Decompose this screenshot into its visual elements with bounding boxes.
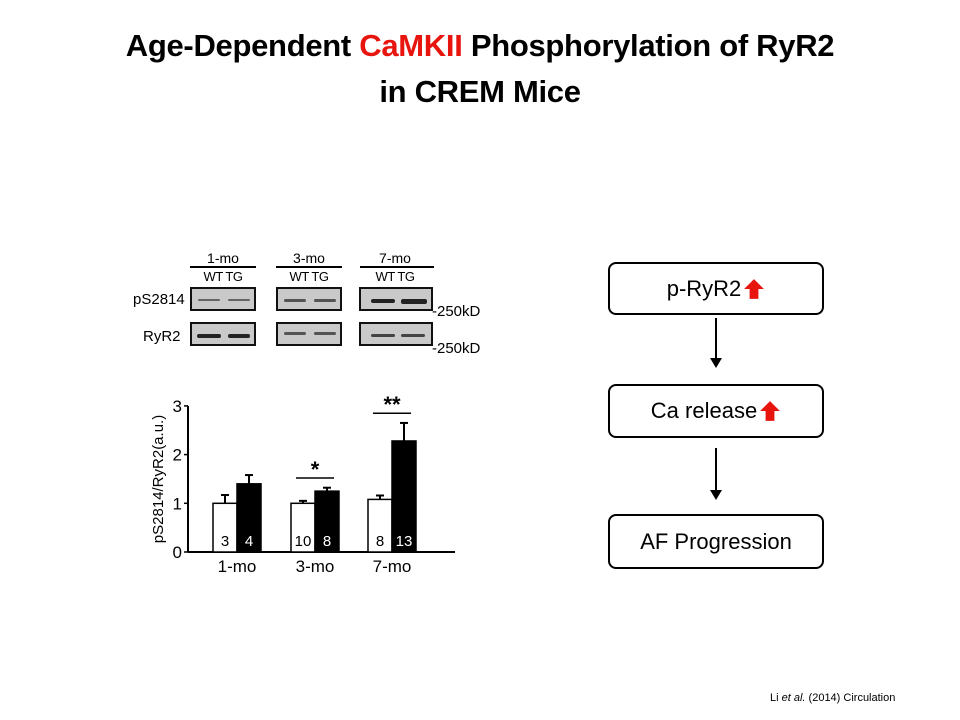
marker-label: -250kD: [432, 340, 481, 357]
blot-panel: [276, 287, 342, 311]
x-tick-label: 7-mo: [373, 557, 412, 576]
title-highlight: CaMKII: [359, 28, 463, 63]
lane-labels: WT TG: [375, 269, 415, 284]
title-text: Age-Dependent: [125, 28, 360, 63]
n-label: 13: [396, 533, 413, 550]
y-tick-label: 1: [173, 494, 182, 513]
x-tick-label: 1-mo: [218, 557, 257, 576]
blot-panel: [359, 287, 433, 311]
significance-marker: *: [311, 457, 320, 482]
flow-box-label: Ca release: [650, 398, 758, 423]
significance-marker: **: [383, 392, 401, 417]
bar-wt: [290, 502, 316, 553]
n-label: 8: [376, 533, 384, 550]
lane-labels: WT TG: [203, 269, 243, 284]
flow-box-p-ryr2: p-RyR2: [608, 262, 824, 315]
title-text: Phosphorylation of RyR2: [462, 28, 835, 63]
flow-box-af-progression: AF Progression: [608, 514, 824, 569]
flow-box-ca-release: Ca release: [608, 384, 824, 438]
x-tick-label: 3-mo: [296, 557, 335, 576]
down-arrow-icon: [710, 318, 722, 368]
bar-wt: [212, 502, 238, 553]
n-label: 3: [221, 533, 229, 550]
y-tick-label: 3: [173, 397, 182, 416]
flow-box-label: p-RyR2: [666, 275, 742, 301]
blot-panel: [190, 287, 256, 311]
lane-labels: WT TG: [289, 269, 329, 284]
up-arrow-icon: [744, 278, 765, 299]
blot-panel: [359, 322, 433, 346]
bar-tg: [236, 483, 262, 553]
marker-label: -250kD: [432, 303, 481, 320]
y-tick-label: 0: [173, 543, 182, 562]
n-label: 4: [245, 533, 253, 550]
y-axis-label: pS2814/RyR2(a.u.): [150, 415, 167, 543]
citation: Li et al. (2014) Circulation: [770, 692, 896, 704]
age-label: 1-mo: [207, 250, 239, 266]
n-label: 8: [323, 533, 331, 550]
row-label: RyR2: [143, 328, 181, 345]
bar-wt: [367, 498, 393, 553]
blot-panel: [276, 322, 342, 346]
divider: [276, 266, 342, 268]
slide-title-line2: in CREM Mice: [379, 74, 581, 109]
flow-box-label: AF Progression: [640, 528, 792, 554]
n-label: 10: [295, 533, 312, 550]
divider: [360, 266, 434, 268]
bar-tg: [391, 440, 417, 553]
row-label: pS2814: [133, 291, 185, 308]
up-arrow-icon: [760, 401, 781, 421]
bar-tg: [314, 490, 340, 553]
divider: [190, 266, 256, 268]
slide-title: Age-Dependent CaMKII Phosphorylation of …: [0, 28, 960, 64]
y-tick-label: 2: [173, 446, 182, 465]
blot-panel: [190, 322, 256, 346]
age-label: 3-mo: [293, 250, 325, 266]
age-label: 7-mo: [379, 250, 411, 266]
down-arrow-icon: [710, 448, 722, 500]
